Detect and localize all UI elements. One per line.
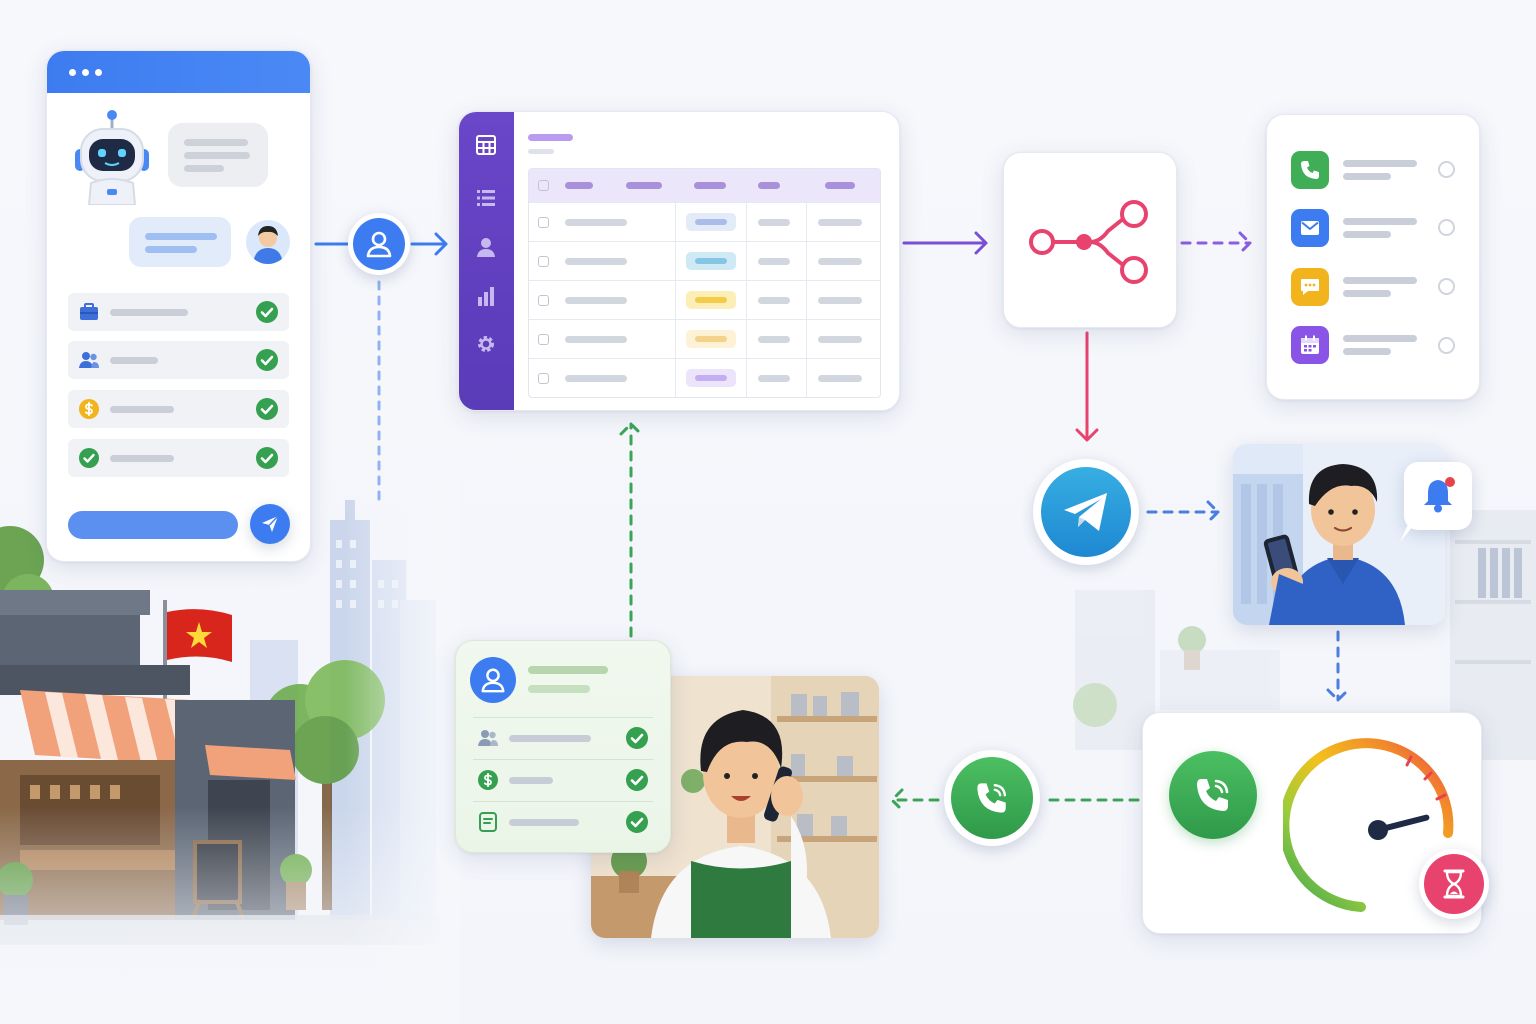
message-input[interactable] (68, 511, 238, 539)
calendar-icon[interactable] (1291, 326, 1329, 364)
select-all-checkbox[interactable] (538, 180, 549, 191)
crm-spreadsheet (458, 111, 900, 411)
customer-info-card (455, 640, 671, 853)
customer-row-people (473, 717, 653, 758)
hourglass-icon (1424, 854, 1484, 914)
table-row[interactable] (529, 241, 880, 281)
user-message-bubble (129, 217, 231, 267)
status-badge (686, 369, 736, 387)
speed-gauge-icon (1283, 738, 1454, 912)
chat-bubble-icon[interactable] (1291, 268, 1329, 306)
info-row-budget (68, 390, 289, 428)
call-button[interactable] (944, 750, 1040, 846)
document-icon (477, 811, 499, 833)
sheet-subtitle (528, 149, 554, 154)
bubble-tail (1400, 520, 1418, 542)
row-checkbox[interactable] (538, 334, 549, 345)
check-circle-icon (255, 348, 279, 372)
call-timer-card (1142, 712, 1489, 934)
check-circle-icon (78, 447, 100, 469)
dollar-coin-icon (477, 769, 499, 791)
sheet-title (528, 134, 573, 141)
user-node (348, 213, 410, 275)
share-branch-icon (1028, 197, 1154, 287)
phone-call-icon (951, 757, 1033, 839)
table-row[interactable] (529, 202, 880, 242)
check-circle-icon (255, 300, 279, 324)
data-table (528, 168, 881, 398)
send-icon (260, 514, 280, 534)
info-row-business (68, 293, 289, 331)
check-circle-icon (625, 726, 649, 750)
table-row[interactable] (529, 358, 880, 397)
customer-row-budget (473, 759, 653, 800)
check-circle-icon (255, 446, 279, 470)
dollar-coin-icon (78, 398, 100, 420)
status-badge (686, 213, 736, 231)
send-button[interactable] (250, 504, 290, 544)
user-icon (353, 218, 405, 270)
window-dot (82, 69, 89, 76)
briefcase-icon (78, 301, 100, 323)
person-icon[interactable] (475, 236, 497, 258)
info-row-confirmed (68, 439, 289, 477)
table-row[interactable] (529, 319, 880, 359)
bell-icon (1418, 475, 1458, 515)
channel-radio[interactable] (1438, 219, 1455, 236)
check-circle-icon (625, 768, 649, 792)
phone-call-icon (1169, 751, 1257, 839)
robot-icon (69, 109, 155, 205)
status-badge (686, 291, 736, 309)
window-dot (95, 69, 102, 76)
table-row[interactable] (529, 280, 880, 320)
phone-icon[interactable] (1291, 151, 1329, 189)
telegram-button[interactable] (1033, 459, 1139, 565)
status-badge (686, 330, 736, 348)
window-titlebar (47, 51, 310, 93)
people-icon (477, 727, 499, 749)
check-circle-icon (625, 810, 649, 834)
gear-icon[interactable] (475, 333, 497, 355)
status-badge (686, 252, 736, 270)
timer-badge (1419, 849, 1489, 919)
bar-chart-icon[interactable] (475, 285, 497, 307)
sheet-sidebar (459, 112, 514, 410)
notification-bubble (1404, 462, 1472, 530)
row-checkbox[interactable] (538, 295, 549, 306)
channel-radio[interactable] (1438, 161, 1455, 178)
user-icon (470, 657, 516, 703)
row-checkbox[interactable] (538, 256, 549, 267)
row-checkbox[interactable] (538, 373, 549, 384)
table-header (529, 169, 880, 202)
customer-row-note (473, 801, 653, 842)
table-icon[interactable] (475, 134, 497, 156)
info-row-people (68, 341, 289, 379)
user-avatar (245, 219, 291, 265)
window-dot (69, 69, 76, 76)
check-circle-icon (255, 397, 279, 421)
mail-icon[interactable] (1291, 209, 1329, 247)
chatbot-window (46, 50, 311, 562)
people-icon (78, 349, 100, 371)
workflow-node (1003, 152, 1177, 328)
merchant-call-scene (591, 676, 879, 938)
channel-radio[interactable] (1438, 278, 1455, 295)
channel-radio[interactable] (1438, 337, 1455, 354)
bot-message-bubble (168, 123, 268, 187)
row-checkbox[interactable] (538, 217, 549, 228)
channel-list (1266, 114, 1480, 400)
telegram-icon (1041, 467, 1131, 557)
office-shelves (1073, 510, 1536, 760)
list-icon[interactable] (475, 187, 497, 209)
